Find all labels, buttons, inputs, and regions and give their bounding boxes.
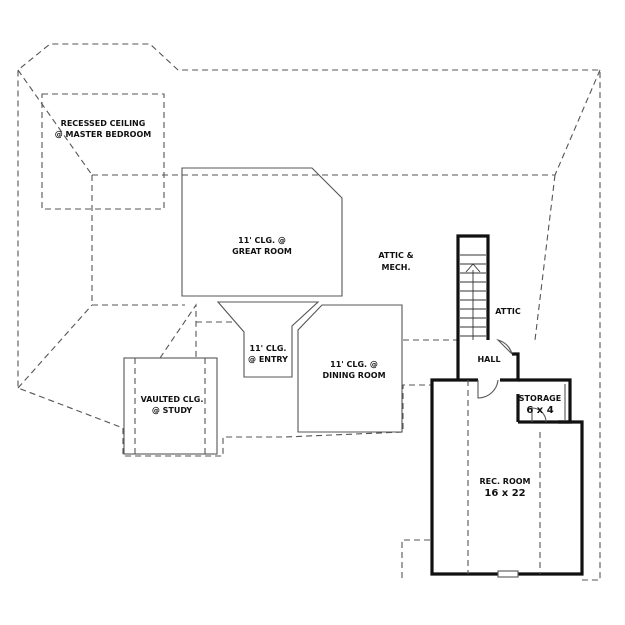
study-link: [159, 303, 197, 359]
roof-hip-line: [534, 174, 556, 341]
hall-door-swing: [496, 338, 513, 355]
rec-room-wall: [430, 378, 498, 576]
storage-door-swing: [531, 407, 547, 423]
entry-ceiling: [216, 301, 320, 378]
great-room-label: GREAT ROOM: [232, 247, 292, 256]
stair-arrow: [465, 263, 481, 273]
great-room-ceiling: [181, 167, 343, 297]
roof-hip-line: [17, 69, 93, 176]
roof-hip-line: [554, 69, 601, 176]
rec-room-window: [497, 570, 519, 578]
dining-room-ceiling: [297, 304, 403, 433]
roof-hip-line: [17, 304, 93, 389]
entry-label: 11' CLG.: [250, 344, 287, 353]
attic-mech-label: MECH.: [381, 263, 410, 272]
recessed-ceiling-label: RECESSED CEILING: [61, 119, 146, 128]
storage-wall: [518, 378, 572, 424]
entry-label: @ ENTRY: [248, 355, 288, 364]
study-label: VAULTED CLG.: [141, 395, 204, 404]
study-label: @ STUDY: [152, 406, 193, 415]
storage-label: 6 x 4: [526, 405, 553, 416]
hall-wall: [500, 352, 520, 382]
dining-room-label: 11' CLG. @: [330, 360, 378, 369]
great-room-label: 11' CLG. @: [238, 236, 286, 245]
recessed-ceiling-outline: [41, 93, 165, 210]
stair-wall: [456, 234, 490, 380]
recessed-ceiling-label: @ MASTER BEDROOM: [55, 130, 152, 139]
storage-label: STORAGE: [519, 394, 561, 403]
attic-label: ATTIC: [495, 307, 521, 316]
study-ceiling: [123, 357, 218, 455]
dining-room-label: DINING ROOM: [322, 371, 385, 380]
attic-mech-label: ATTIC &: [378, 251, 413, 260]
rec-room-label: REC. ROOM: [479, 477, 530, 486]
rec-room-wall: [518, 420, 584, 576]
hall-door-swing: [477, 379, 499, 399]
rec-room-label: 16 x 22: [484, 488, 525, 499]
hall-label: HALL: [477, 355, 500, 364]
